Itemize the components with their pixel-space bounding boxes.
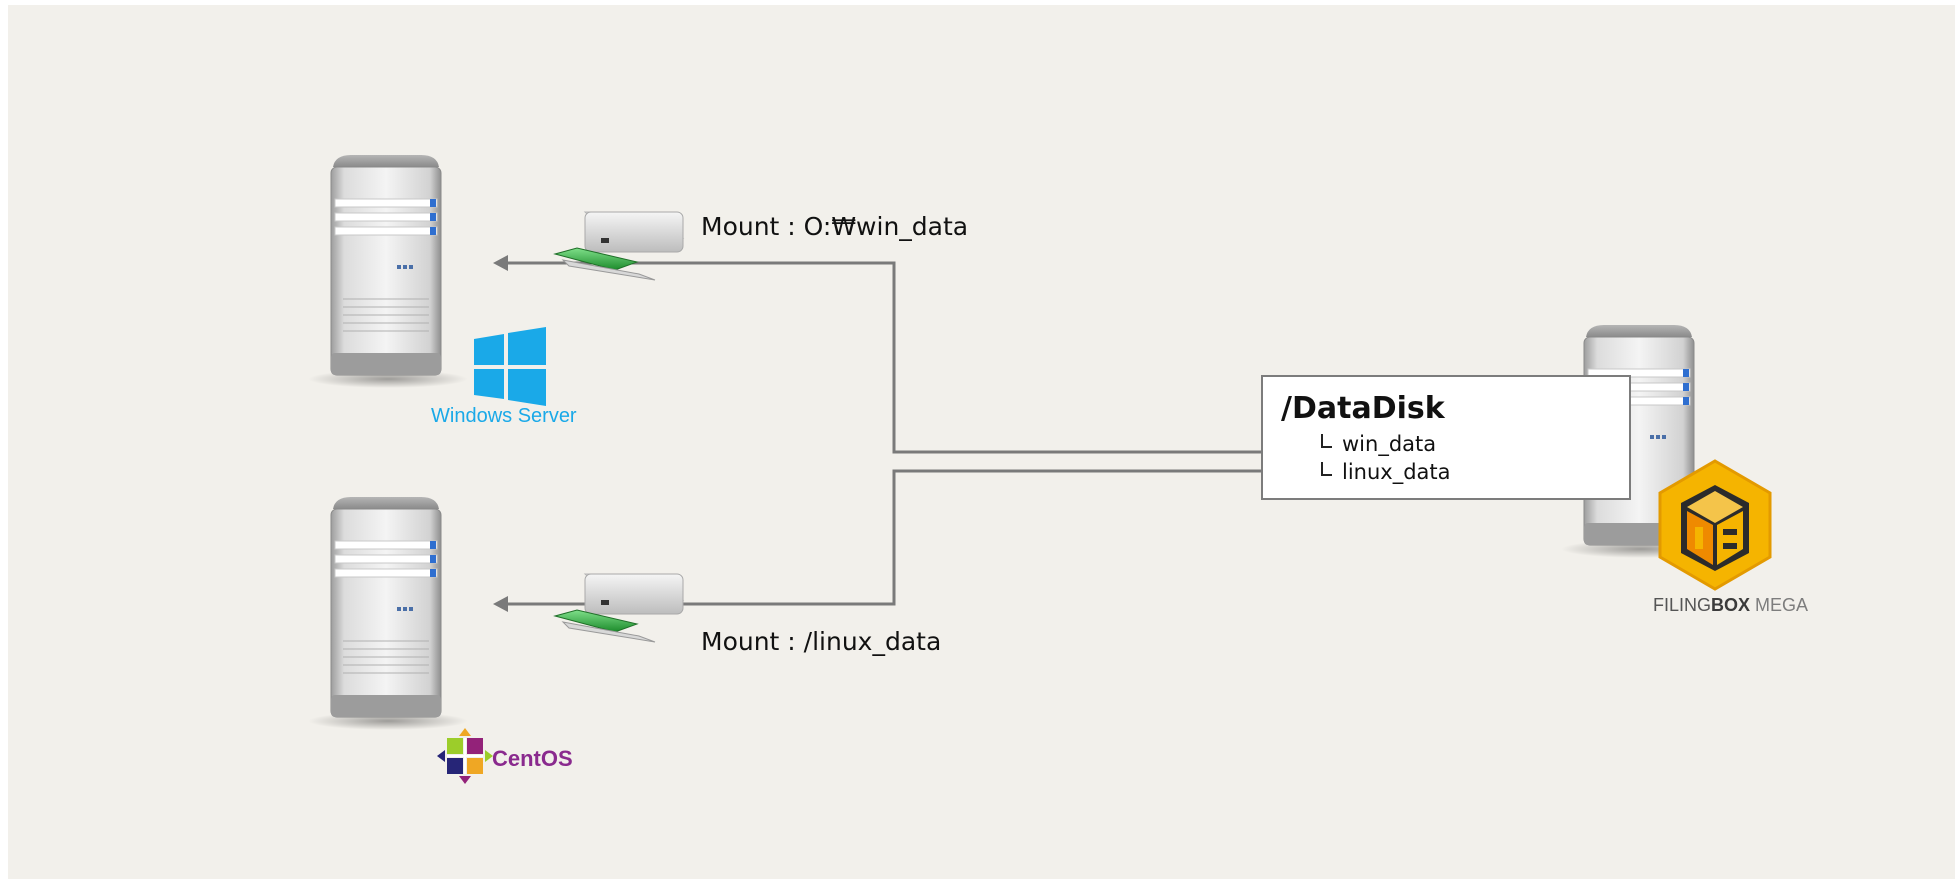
tree-branch-icon bbox=[1321, 462, 1332, 476]
mount-label-win: Mount : O:₩win_data bbox=[701, 212, 969, 241]
folder-label: linux_data bbox=[1342, 460, 1451, 484]
mount-label-linux: Mount : /linux_data bbox=[701, 627, 942, 656]
filingbox-brand-label: FILINGBOX MEGA bbox=[1653, 595, 1808, 616]
datadisk-panel: /DataDisk win_data linux_data bbox=[1261, 375, 1631, 500]
connector-win-arrow bbox=[493, 255, 508, 271]
diagram-svg bbox=[308, 155, 1772, 784]
tree-branch-icon bbox=[1321, 434, 1332, 448]
windows-logo-icon bbox=[474, 327, 546, 406]
datadisk-title: /DataDisk bbox=[1281, 391, 1445, 426]
folder-item-linux: linux_data bbox=[1321, 460, 1451, 484]
folder-label: win_data bbox=[1342, 432, 1437, 456]
connector-win bbox=[500, 261, 1308, 454]
windows-server-label: Windows Server bbox=[431, 405, 577, 427]
connector-linux bbox=[500, 469, 1308, 606]
centos-label: CentOS bbox=[492, 746, 573, 771]
network-drive-icon bbox=[553, 573, 685, 643]
brand-suffix: MEGA bbox=[1755, 595, 1809, 615]
brand-prefix: FILING bbox=[1653, 595, 1712, 615]
folder-item-win: win_data bbox=[1321, 432, 1436, 456]
server-tower-icon bbox=[308, 497, 468, 730]
network-drive-icon bbox=[553, 211, 685, 281]
diagram-canvas: Mount : O:₩win_data Mount : /linux_data … bbox=[8, 5, 1955, 879]
connector-linux-arrow bbox=[493, 596, 508, 612]
centos-logo-icon bbox=[437, 728, 493, 784]
filingbox-logo-icon bbox=[1658, 459, 1772, 591]
brand-bold: BOX bbox=[1711, 595, 1751, 615]
server-tower-icon bbox=[308, 155, 468, 388]
